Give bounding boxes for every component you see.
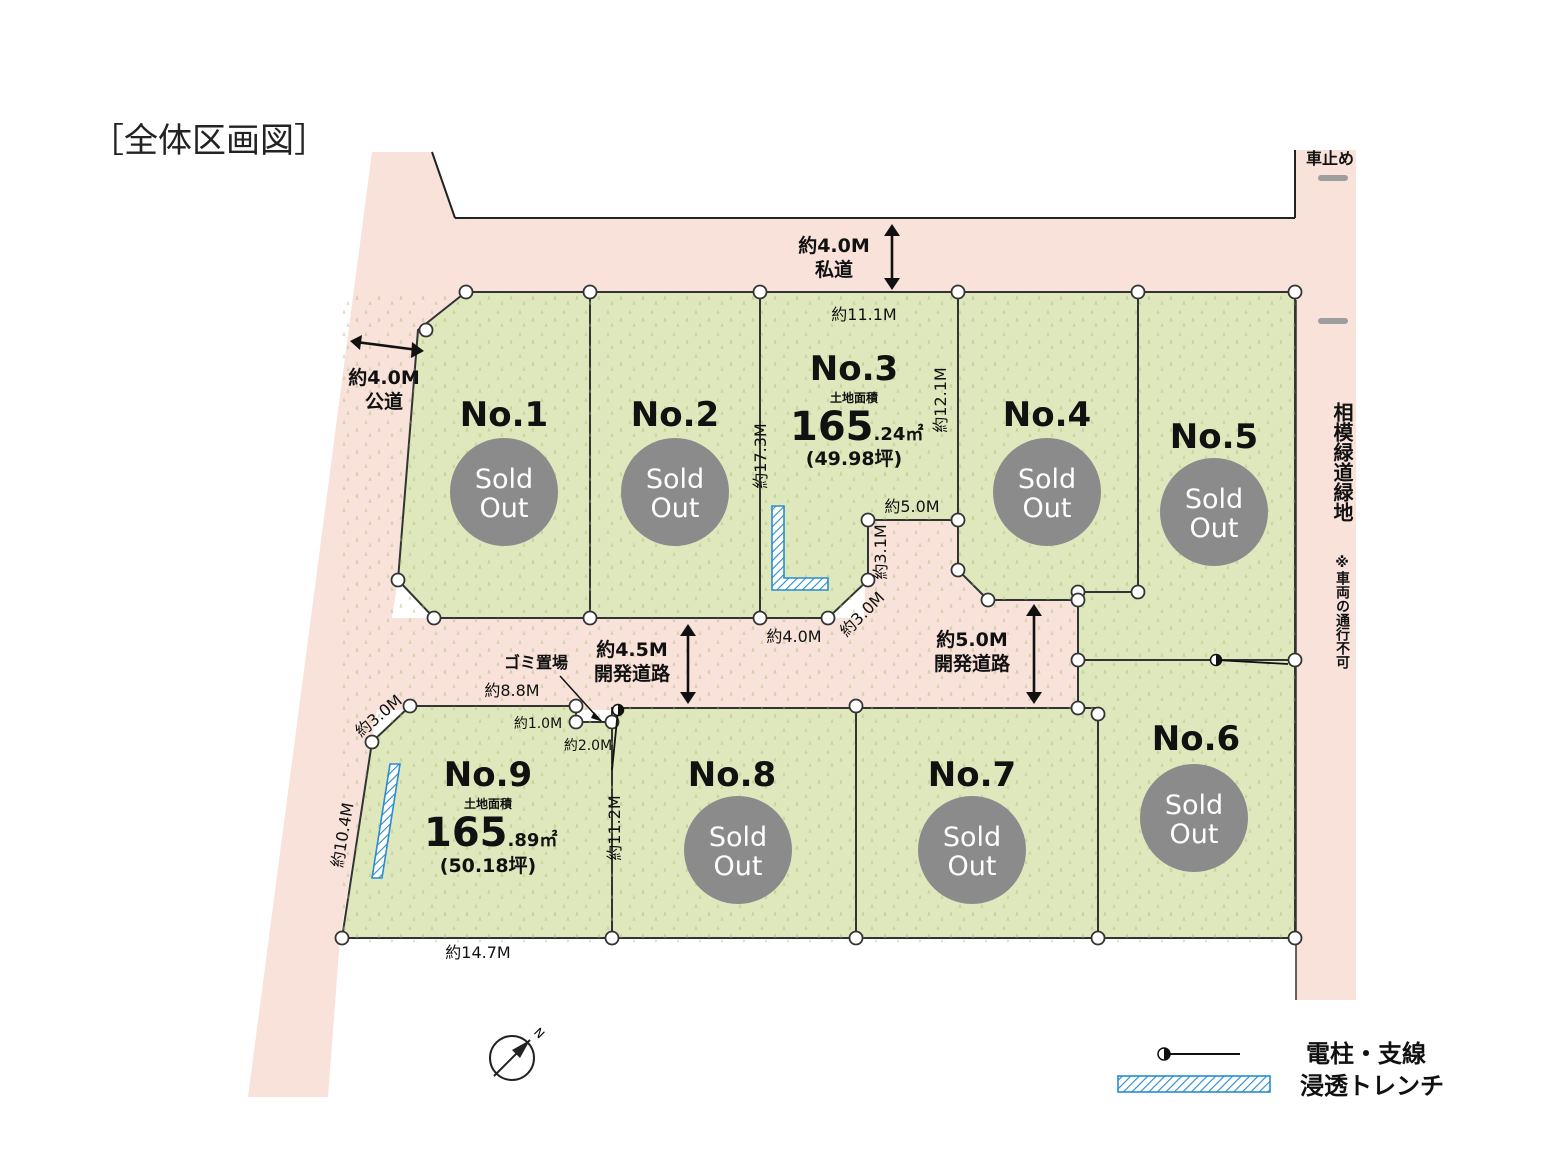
dim-1-0: 約1.0M — [514, 716, 562, 732]
dim-5-0: 約5.0M — [884, 497, 939, 516]
lot-9-label: No.9 — [444, 755, 532, 795]
garbage-label: ゴミ置場 — [504, 653, 568, 672]
lot-2-label: No.2 — [631, 395, 719, 435]
green-strip-name: 相模緑道緑地 — [1330, 401, 1354, 522]
compass-icon: N — [489, 1025, 547, 1081]
trench-lot3 — [771, 505, 829, 591]
public-road-name: 公道 — [365, 390, 403, 413]
private-road-name: 私道 — [815, 258, 853, 281]
sold-text: Out — [714, 851, 763, 882]
sold-out-markers — [450, 438, 1268, 904]
bollard-label: 車止め — [1306, 149, 1354, 168]
dim-17-3: 約17.3M — [751, 423, 770, 488]
sold-out-circle-8 — [684, 796, 792, 904]
road-annotations: 約4.0M 私道 約4.0M 公道 約4.5M 開発道路 約5.0M 開発道路 … — [348, 149, 1354, 722]
lot-labels: No.1 Sold Out No.2 Sold Out No.3 土地面積 16… — [424, 349, 1258, 882]
sold-out-circle-4 — [993, 438, 1101, 546]
lot-5-label: No.5 — [1170, 417, 1258, 457]
dim-11-1: 約11.1M — [831, 305, 896, 324]
utility-poles — [611, 653, 1289, 771]
boundary-pins — [334, 284, 1303, 946]
green-strip — [1296, 150, 1356, 1000]
sold-text: Out — [1023, 493, 1072, 524]
lot-3-tsubo: (49.98坪) — [806, 448, 902, 470]
lot-4-label: No.4 — [1003, 395, 1091, 435]
sold-text: Sold — [1185, 484, 1243, 515]
sold-out-circle-6 — [1140, 764, 1248, 872]
bollard-1 — [1318, 175, 1348, 181]
legend-trench-label: 浸透トレンチ — [1300, 1072, 1444, 1100]
public-road-width: 約4.0M — [348, 366, 420, 389]
sold-text: Out — [948, 851, 997, 882]
sold-text: Out — [1190, 513, 1239, 544]
lot-8-label: No.8 — [688, 755, 776, 795]
page-title: ［全体区画図］ — [90, 121, 328, 161]
compass-north-label: N — [531, 1025, 547, 1041]
sold-out-circle-7 — [918, 796, 1026, 904]
sold-text: Sold — [475, 464, 533, 495]
legend-pole-label: 電柱・支線 — [1306, 1040, 1426, 1068]
lot-6-label: No.6 — [1152, 719, 1240, 759]
sold-out-circle-1 — [450, 438, 558, 546]
lot-1-label: No.1 — [460, 395, 548, 435]
lot-3-area: 165.24㎡ — [790, 404, 923, 450]
sold-text: Out — [480, 493, 529, 524]
sold-out-circle-5 — [1160, 458, 1268, 566]
trench-lot9 — [371, 763, 401, 879]
green-strip-note: ※車両の通行不可 — [1334, 555, 1351, 670]
lot-9-area: 165.89㎡ — [424, 810, 557, 856]
sold-out-circle-2 — [621, 438, 729, 546]
dim-8-8: 約8.8M — [484, 681, 539, 700]
sold-text: Sold — [943, 822, 1001, 853]
sold-text: Sold — [709, 822, 767, 853]
bollard-2 — [1318, 318, 1348, 324]
sold-text: Sold — [646, 464, 704, 495]
sold-text: Sold — [1165, 790, 1223, 821]
dev-road-1-width: 約4.5M — [596, 638, 668, 661]
sold-text: Out — [1170, 819, 1219, 850]
private-road — [418, 150, 1310, 330]
dim-2-0: 約2.0M — [564, 738, 612, 754]
dim-14-7: 約14.7M — [445, 943, 510, 962]
legend-trench-swatch — [1117, 1075, 1271, 1093]
dim-4-0: 約4.0M — [766, 627, 821, 646]
sold-text: Sold — [1018, 464, 1076, 495]
dev-road-2-name: 開発道路 — [934, 652, 1011, 675]
dim-3-1: 約3.1M — [871, 524, 890, 579]
dim-11-2: 約11.2M — [605, 795, 624, 860]
lot-3-label: No.3 — [810, 349, 898, 389]
dim-12-1: 約12.1M — [931, 367, 950, 432]
legend: 電柱・支線 浸透トレンチ — [1117, 1040, 1444, 1100]
private-road-width: 約4.0M — [798, 234, 870, 257]
lot-9-area-label: 土地面積 — [464, 796, 513, 811]
lot-7-label: No.7 — [928, 755, 1016, 795]
lot-3-area-label: 土地面積 — [830, 390, 879, 405]
dev-road-1-name: 開発道路 — [594, 662, 671, 685]
lot-9-tsubo: (50.18坪) — [440, 855, 536, 877]
sold-text: Out — [651, 493, 700, 524]
dev-road-2-width: 約5.0M — [936, 628, 1008, 651]
